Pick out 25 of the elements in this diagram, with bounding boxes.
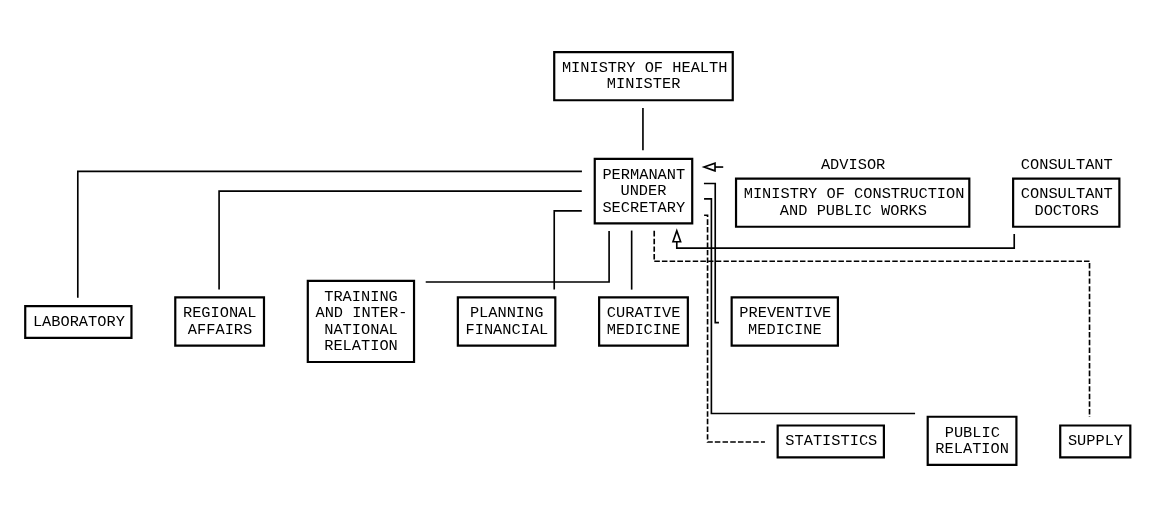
node-box: REGIONAL AFFAIRS	[174, 295, 266, 347]
connector	[218, 189, 583, 290]
connector	[77, 170, 583, 298]
connector	[703, 197, 916, 414]
node-box: STATISTICS	[776, 423, 885, 458]
connector	[424, 229, 610, 283]
arrow	[701, 161, 725, 172]
node-box: PLANNING FINANCIAL	[456, 295, 557, 347]
node-label: ADVISOR	[820, 155, 886, 174]
node-box: LABORATORY	[24, 304, 133, 339]
connector	[703, 182, 720, 323]
node-box: CURATIVE MEDICINE	[598, 295, 689, 347]
node-box: TRAINING AND INTER- NATIONAL RELATION	[306, 279, 416, 363]
node-label: CONSULTANT	[1020, 155, 1113, 174]
node-box: PREVENTIVE MEDICINE	[730, 295, 839, 347]
connector	[642, 106, 644, 151]
connector	[630, 229, 633, 290]
connector	[703, 213, 766, 443]
node-box: PUBLIC RELATION	[926, 415, 1018, 466]
node-box: MINISTRY OF HEALTH MINISTER	[553, 50, 734, 101]
node-box: PERMANANT UNDER SECRETARY	[593, 157, 694, 225]
node-box: MINISTRY OF CONSTRUCTION AND PUBLIC WORKS	[734, 176, 971, 228]
connector	[553, 209, 583, 290]
node-box: SUPPLY	[1059, 423, 1132, 458]
node-box: CONSULTANT DOCTORS	[1012, 176, 1121, 228]
